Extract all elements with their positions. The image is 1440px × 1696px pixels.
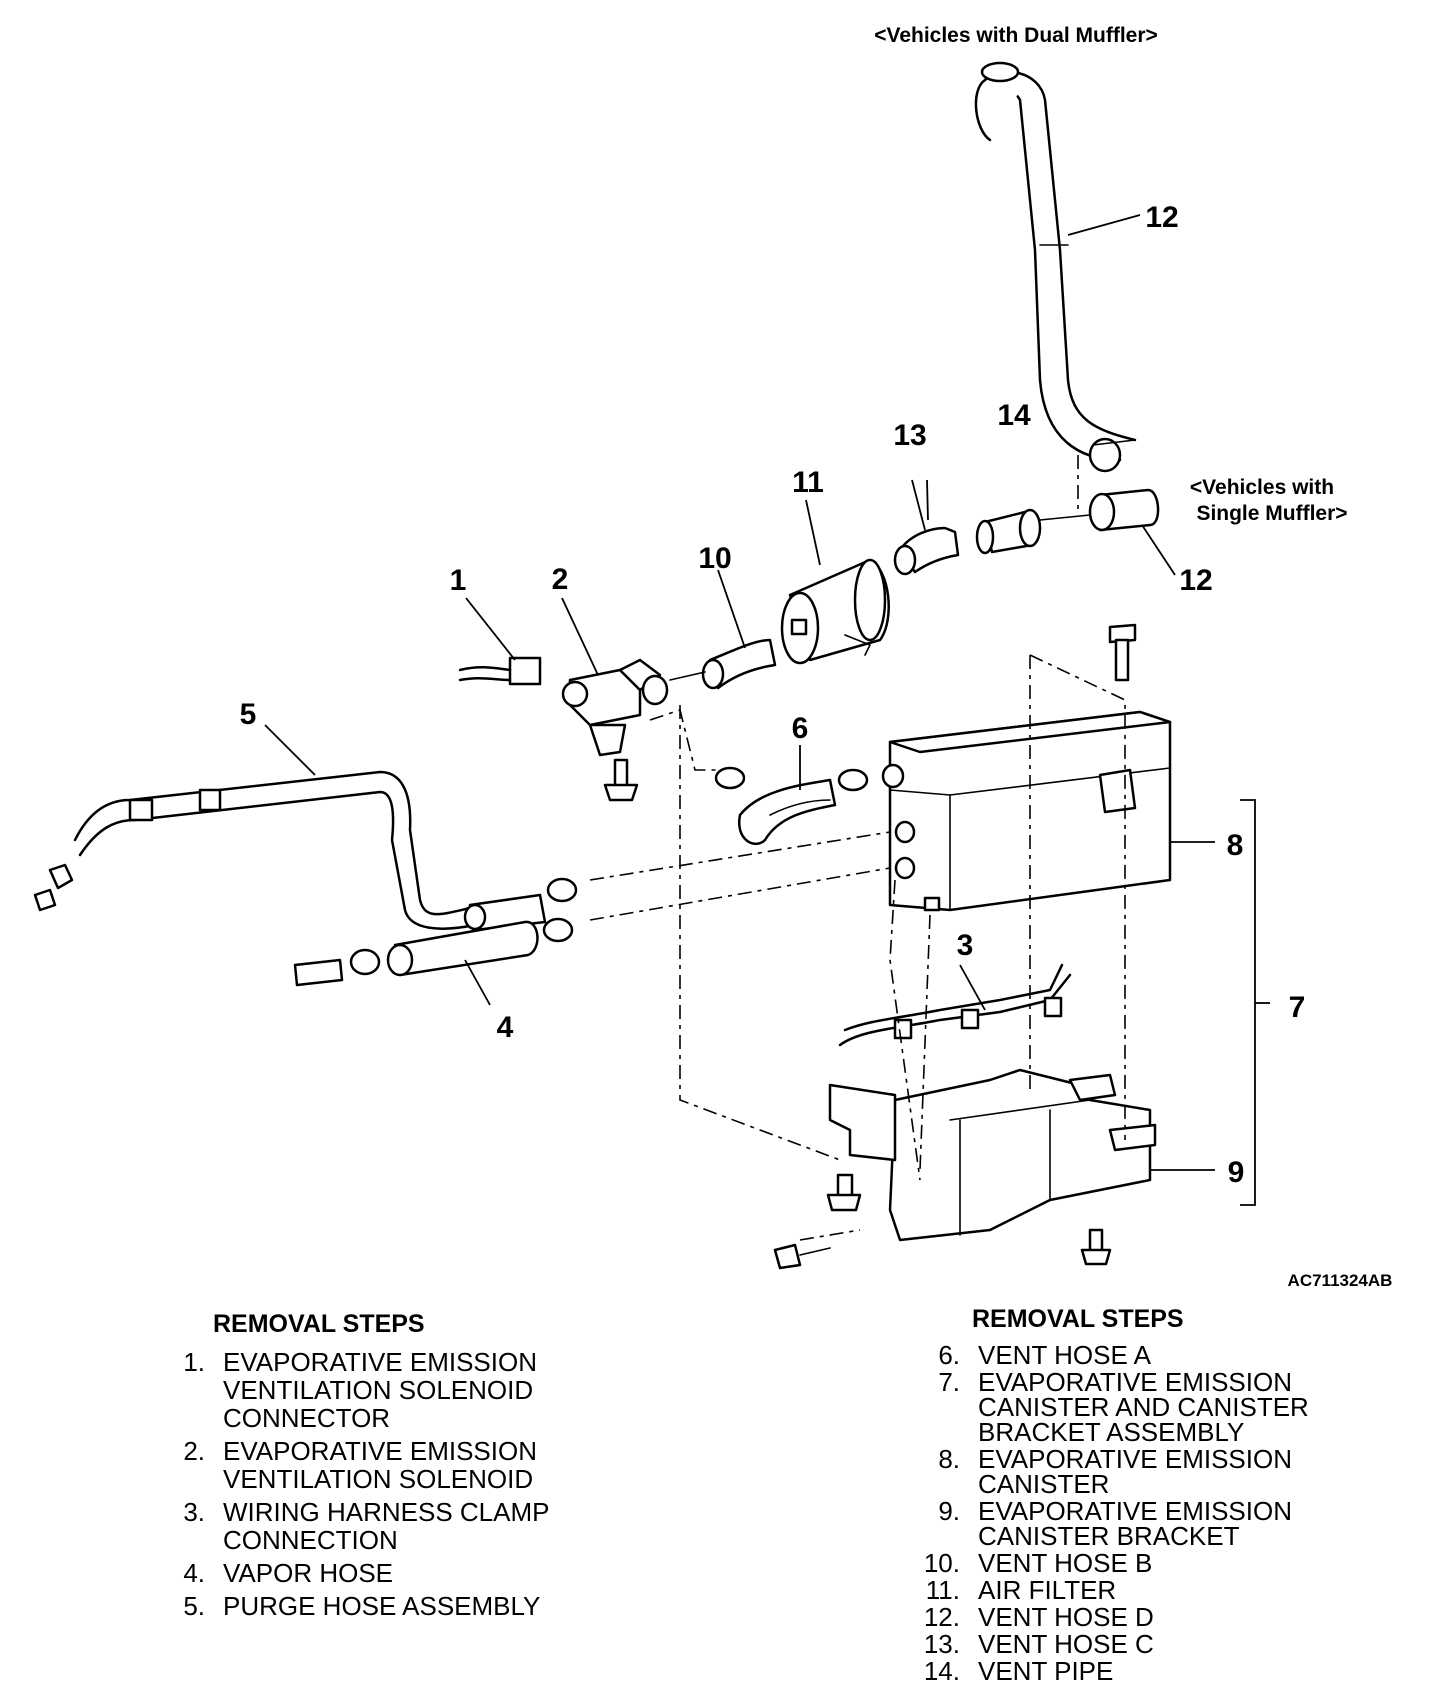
evaporative-emission-canister <box>881 710 1172 912</box>
vent-hose-d-single <box>1039 455 1160 532</box>
list-item: 12. VENT HOSE D <box>905 1602 1405 1632</box>
dual-muffler-caption: <Vehicles with Dual Muffler> <box>874 24 1158 47</box>
step-label: EVAPORATIVE EMISSION VENTILATION SOLENOI… <box>223 1436 537 1494</box>
list-item: 14. VENT PIPE <box>905 1656 1405 1686</box>
step-number: 6. <box>938 1340 960 1370</box>
callout-leader-lines <box>264 214 1270 1206</box>
step-number: 2. <box>183 1436 205 1466</box>
list-item: 9. EVAPORATIVE EMISSION CANISTER BRACKET <box>905 1496 1405 1551</box>
callout-2: 2 <box>552 563 569 596</box>
vent-pipe <box>975 508 1042 555</box>
canister-bracket <box>773 1068 1157 1270</box>
alignment-lines <box>589 654 1126 1241</box>
step-label: EVAPORATIVE EMISSION CANISTER BRACKET <box>978 1496 1292 1551</box>
hose-clamp <box>714 766 746 790</box>
step-label: PURGE HOSE ASSEMBLY <box>223 1591 541 1621</box>
callout-1: 1 <box>450 564 467 597</box>
air-filter <box>780 558 890 665</box>
callout-9: 9 <box>1228 1156 1245 1189</box>
callout-6: 6 <box>792 712 809 745</box>
step-number: 7. <box>938 1367 960 1397</box>
callout-11: 11 <box>792 466 824 499</box>
list-item: 5. PURGE HOSE ASSEMBLY <box>150 1592 620 1620</box>
ventilation-solenoid <box>561 658 669 802</box>
vent-hose-c <box>893 526 960 576</box>
callout-8: 8 <box>1227 829 1244 862</box>
callout-7: 7 <box>1289 991 1306 1024</box>
list-item: 1. EVAPORATIVE EMISSION VENTILATION SOLEN… <box>150 1348 620 1432</box>
step-label: WIRING HARNESS CLAMP CONNECTION <box>223 1497 550 1555</box>
list-item: 13. VENT HOSE C <box>905 1629 1405 1659</box>
callout-12-top: 12 <box>1145 201 1178 234</box>
callout-12-bottom: 12 <box>1179 564 1212 597</box>
removal-steps-left: REMOVAL STEPS 1. EVAPORATIVE EMISSION VEN… <box>150 1310 620 1625</box>
step-number: 12. <box>923 1602 960 1632</box>
list-item: 2. EVAPORATIVE EMISSION VENTILATION SOLEN… <box>150 1437 620 1493</box>
list-item: 3. WIRING HARNESS CLAMP CONNECTION <box>150 1498 620 1554</box>
purge-hose-assembly <box>33 770 547 932</box>
list-item: 7. EVAPORATIVE EMISSION CANISTER AND CANI… <box>905 1367 1405 1447</box>
step-number: 9. <box>938 1496 960 1526</box>
step-number: 3. <box>183 1497 205 1527</box>
hose-clamp <box>837 768 869 792</box>
list-item: 11. AIR FILTER <box>905 1575 1405 1605</box>
step-number: 13. <box>923 1629 960 1659</box>
callout-3: 3 <box>957 929 974 962</box>
callout-4: 4 <box>497 1011 514 1044</box>
mounting-bolt <box>1108 623 1137 682</box>
list-item: 6. VENT HOSE A <box>905 1340 1405 1370</box>
step-number: 1. <box>183 1347 205 1377</box>
figure-code: AC711324AB <box>1288 1271 1393 1290</box>
list-item: 10. VENT HOSE B <box>905 1548 1405 1578</box>
callout-10: 10 <box>698 542 731 575</box>
step-label: EVAPORATIVE EMISSION VENTILATION SOLENOI… <box>223 1347 537 1433</box>
single-muffler-caption-line1: <Vehicles with <box>1190 476 1334 499</box>
step-label: VENT HOSE D <box>978 1602 1154 1632</box>
step-label: VENT HOSE A <box>978 1340 1151 1370</box>
callout-13: 13 <box>893 419 926 452</box>
vent-hose-b <box>669 638 777 690</box>
step-label: VENT HOSE C <box>978 1629 1154 1659</box>
list-item: 8. EVAPORATIVE EMISSION CANISTER <box>905 1444 1405 1499</box>
removal-steps-right: REMOVAL STEPS 6. VENT HOSE A 7. EVAPORATIV… <box>905 1305 1405 1686</box>
wiring-harness-clamp <box>838 963 1072 1047</box>
callout-5: 5 <box>240 698 257 731</box>
vent-hose-d-dual <box>974 61 1137 473</box>
vapor-hose <box>293 877 578 987</box>
step-label: VENT HOSE B <box>978 1548 1153 1578</box>
single-muffler-caption-line2: Single Muffler> <box>1196 502 1347 525</box>
step-number: 10. <box>923 1548 960 1578</box>
step-label: EVAPORATIVE EMISSION CANISTER AND CANIST… <box>978 1367 1309 1447</box>
removal-steps-heading: REMOVAL STEPS <box>213 1310 425 1338</box>
removal-steps-heading: REMOVAL STEPS <box>972 1305 1184 1333</box>
step-label: AIR FILTER <box>978 1575 1117 1605</box>
solenoid-connector <box>458 656 542 686</box>
step-number: 8. <box>938 1444 960 1474</box>
step-number: 5. <box>183 1591 205 1621</box>
step-label: EVAPORATIVE EMISSION CANISTER <box>978 1444 1292 1499</box>
step-number: 4. <box>183 1558 205 1588</box>
step-number: 11. <box>925 1575 960 1605</box>
exploded-parts-diagram: <Vehicles with Dual Muffler> <Vehicles w… <box>33 24 1393 1290</box>
step-number: 14. <box>923 1656 960 1686</box>
step-label: VENT PIPE <box>978 1656 1114 1686</box>
callout-14: 14 <box>997 399 1031 432</box>
list-item: 4. VAPOR HOSE <box>150 1559 620 1587</box>
vent-hose-a <box>737 778 837 846</box>
step-label: VAPOR HOSE <box>223 1558 394 1588</box>
